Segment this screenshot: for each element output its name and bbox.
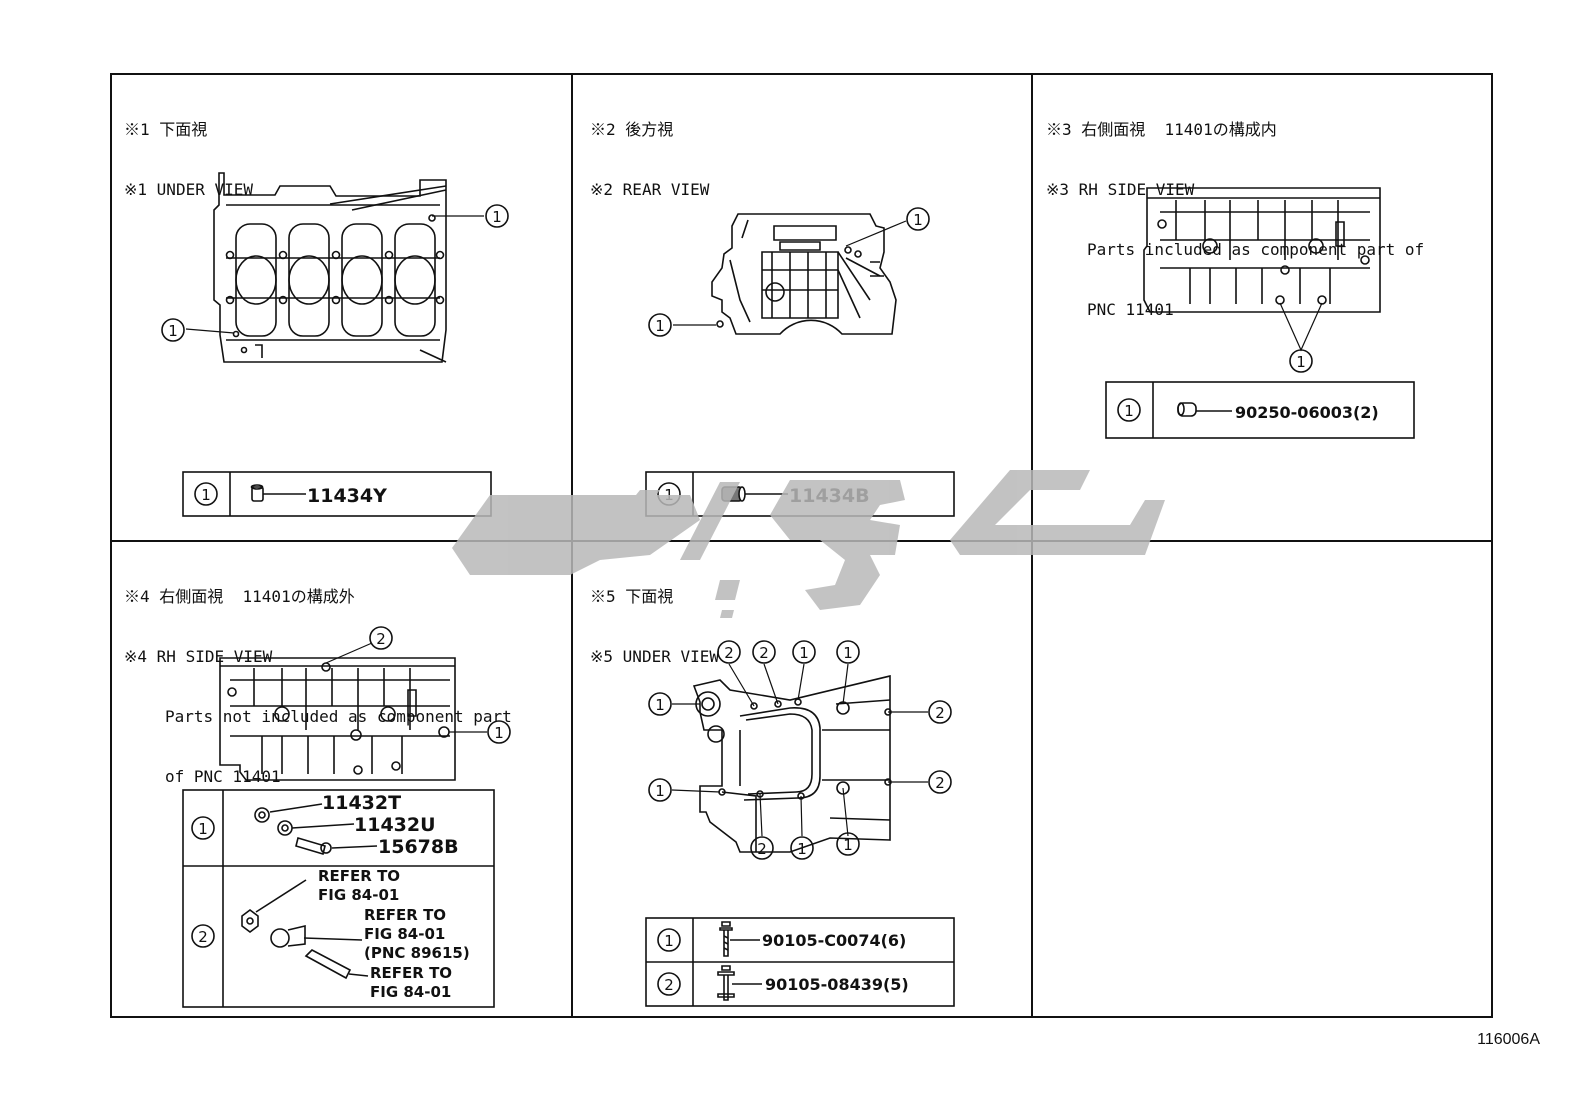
panel-5-callout-2d: 2 [928,770,952,794]
svg-text:1: 1 [664,932,674,950]
panel-5-callout-1e: 1 [790,836,814,860]
panel-5-part-code-1: 90105-C0074(6) [762,931,906,950]
svg-text:1: 1 [1296,353,1306,371]
svg-text:1: 1 [201,486,211,504]
svg-text:1: 1 [913,211,923,229]
sensor-icon [270,924,306,948]
svg-text:1: 1 [655,317,665,335]
svg-text:2: 2 [376,630,386,648]
panel-4-ref-3-line-2: FIG 84-01 [370,983,451,1001]
pipe-fitting-icon [295,836,332,856]
panel-5-callout-1a: 1 [792,640,816,664]
panel-5-header: ※5 下面視 ※5 UNDER VIEW [590,547,719,687]
panel-2-callout-1b: 1 [648,313,672,337]
svg-text:1: 1 [494,724,504,742]
svg-text:1: 1 [198,820,208,838]
panel-4-part-code-1: 11432T [322,792,401,814]
panel-3-callout-1: 1 [1289,349,1313,373]
svg-text:2: 2 [757,840,767,858]
svg-text:2: 2 [198,928,208,946]
svg-text:1: 1 [843,644,853,662]
panel-4-header-jp: ※4 右側面視 11401の構成外 [124,587,355,606]
panel-3-engine-block-side-view [1143,187,1381,352]
panel-5-callout-2b: 2 [752,640,776,664]
panel-2-header-jp: ※2 後方視 [590,120,674,139]
panel-4-callout-2: 2 [369,626,393,650]
svg-text:1: 1 [168,322,178,340]
panel-4-ref-3-line-1: REFER TO [370,964,452,982]
figure-id: 116006A [1477,1031,1540,1048]
panel-1-bore-4 [394,223,436,337]
washer-icon [277,820,293,836]
panel-2-header-en: ※2 REAR VIEW [590,180,710,199]
plug-icon [721,486,746,502]
panel-5-callout-1f: 1 [836,832,860,856]
svg-text:2: 2 [724,644,734,662]
bolt-icon [719,921,733,957]
panel-4-ref-2-line-1: REFER TO [364,906,446,924]
panel-2-part-code: 11434B [789,485,870,507]
panel-3-header: ※3 右側面視 11401の構成内 ※3 RH SIDE VIEW Parts … [1046,80,1424,340]
panel-5-callout-2e: 2 [750,836,774,860]
plug-icon [250,484,264,502]
svg-text:1: 1 [797,840,807,858]
panel-4-ref-1-line-1: REFER TO [318,867,400,885]
svg-text:2: 2 [935,704,945,722]
svg-text:1: 1 [492,208,502,226]
panel-4-ref-2-line-3: (PNC 89615) [364,944,470,962]
panel-1-part-code: 11434Y [307,485,387,507]
panel-1-callout-1b: 1 [161,318,185,342]
panel-5-oil-pan-under-view [671,663,928,853]
svg-text:1: 1 [799,644,809,662]
panel-2-header: ※2 後方視 ※2 REAR VIEW [590,80,709,220]
panel-5-callout-1c: 1 [648,692,672,716]
panel-4-part-code-3: 15678B [378,836,459,858]
panel-4-engine-block-side-view [219,642,487,781]
sensor-probe-icon [304,949,352,980]
panel-5-callout-1d: 1 [648,778,672,802]
panel-1-bore-1 [235,223,277,337]
svg-text:1: 1 [1124,402,1134,420]
panel-4-part-code-2: 11432U [354,814,436,836]
panel-3-part-code: 90250-06003(2) [1235,403,1379,422]
svg-text:1: 1 [664,486,674,504]
panel-4-legend-table: 1 2 [182,789,495,1008]
panel-5-callout-2c: 2 [928,700,952,724]
panel-4-header-en: ※4 RH SIDE VIEW [124,647,273,666]
panel-3-header-jp: ※3 右側面視 11401の構成内 [1046,120,1277,139]
panel-1-legend-table: 1 [182,471,492,517]
panel-4-note-line-2: of PNC 11401 [165,767,281,786]
panel-5-part-code-2: 90105-08439(5) [765,975,909,994]
panel-4-callout-1: 1 [487,720,511,744]
panel-5-legend-table: 1 2 [645,917,955,1007]
panel-4-ref-1-line-2: FIG 84-01 [318,886,399,904]
panel-3-legend-table: 1 [1105,381,1415,439]
panel-2-engine-block-rear-view [673,213,907,335]
panel-1-bore-2 [288,223,330,337]
panel-5-header-en: ※5 UNDER VIEW [590,647,719,666]
svg-text:2: 2 [935,774,945,792]
svg-text:2: 2 [664,976,674,994]
bolt-icon [241,909,259,933]
bolt-icon [717,965,735,1001]
panel-1-header-jp: ※1 下面視 [124,120,208,139]
panel-5-callout-2a: 2 [717,640,741,664]
plug-icon [254,807,270,823]
panel-1-bore-3 [341,223,383,337]
svg-text:1: 1 [655,696,665,714]
panel-1-callout-1a: 1 [485,204,509,228]
plug-icon [1177,402,1197,417]
panel-4-ref-2-line-2: FIG 84-01 [364,925,445,943]
panel-3-header-en: ※3 RH SIDE VIEW [1046,180,1195,199]
svg-text:2: 2 [759,644,769,662]
svg-text:1: 1 [843,836,853,854]
diagram-frame [110,73,1493,1018]
panel-2-callout-1a: 1 [906,207,930,231]
panel-5-header-jp: ※5 下面視 [590,587,674,606]
svg-text:1: 1 [655,782,665,800]
panel-5-callout-1b: 1 [836,640,860,664]
panel-1-engine-block-under-view [185,172,484,363]
